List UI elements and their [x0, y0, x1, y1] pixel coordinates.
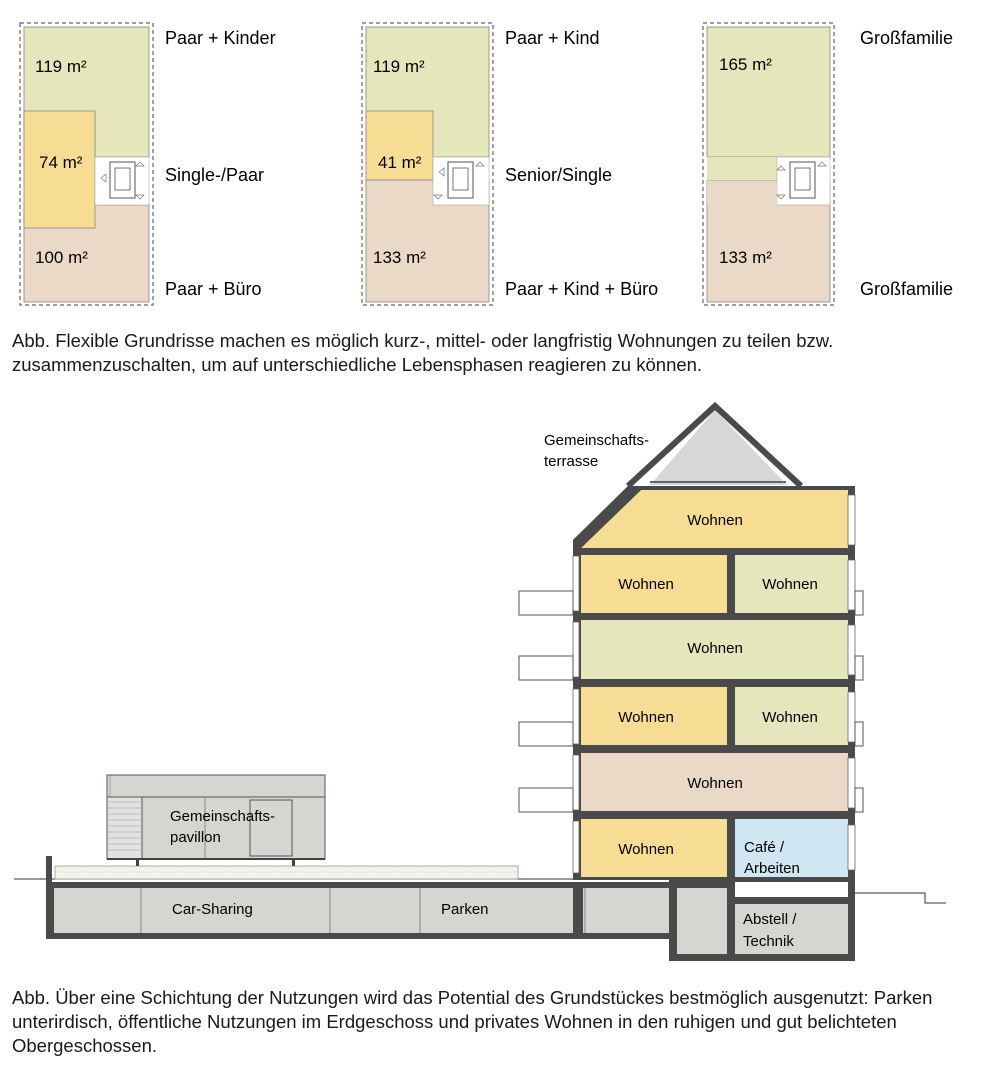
roof-terrace-label-1: Gemeinschafts-	[544, 432, 649, 449]
parken-label: Parken	[441, 901, 489, 918]
wohnen-label-f4-left: Wohnen	[618, 709, 674, 726]
plan1-middle-label: Single-/Paar	[165, 165, 264, 185]
green-roof	[54, 865, 519, 880]
plan3-top-label: Großfamilie	[860, 28, 953, 48]
floor2-wohnen-right	[735, 555, 848, 613]
plan3-bottom-label: Großfamilie	[860, 279, 953, 299]
floor5-wohnen	[581, 753, 848, 811]
wohnen-label-f4-right: Wohnen	[762, 709, 818, 726]
wohnen-label-f3: Wohnen	[687, 640, 743, 657]
floor2-wohnen-left	[581, 555, 727, 613]
plan2-bottom-label: Paar + Kind + Büro	[505, 279, 658, 299]
floor4-wohnen-left	[581, 687, 727, 745]
car-sharing-label: Car-Sharing	[172, 901, 253, 918]
balcony	[518, 721, 574, 747]
floor-plan-diagrams: 119 m² 74 m² 100 m² Paar + Kinder Single…	[19, 22, 953, 306]
wohnen-label-top: Wohnen	[687, 512, 743, 529]
plan2-top-area: 119 m²	[373, 57, 425, 76]
wohnen-label-ground: Wohnen	[618, 841, 674, 858]
wohnen-label-f2-right: Wohnen	[762, 576, 818, 593]
pavilion-label-1: Gemeinschafts-	[170, 808, 275, 825]
cafe-label-1: Café /	[744, 839, 785, 856]
plan3-top-unit	[706, 26, 831, 158]
cafe-label-2: Arbeiten	[744, 860, 800, 877]
abstell-label-1: Abstell /	[743, 911, 797, 928]
wohnen-label-f2-left: Wohnen	[618, 576, 674, 593]
plan2-stair-icon	[447, 161, 474, 199]
basement-parking	[54, 888, 669, 933]
plan1-top-label: Paar + Kinder	[165, 28, 276, 48]
plan3-stair-icon	[789, 161, 816, 199]
plan1-bottom-area: 100 m²	[35, 248, 88, 267]
balcony	[854, 590, 864, 616]
abstell-label-2: Technik	[743, 933, 794, 950]
plan2-middle-unit	[365, 110, 434, 181]
balcony	[518, 787, 574, 813]
ground-floor-wohnen	[581, 819, 727, 877]
balcony	[854, 787, 864, 813]
plan1-middle-area: 74 m²	[39, 153, 83, 172]
plan3-bottom-area: 133 m²	[719, 248, 772, 267]
building-section-diagram: Gemeinschafts- terrasse Wohnen Wohnen Wo…	[14, 401, 946, 961]
balcony	[518, 655, 574, 681]
community-pavilion	[106, 774, 326, 866]
floor-plan-2	[361, 22, 494, 306]
plan1-stair-icon	[109, 161, 136, 199]
wohnen-label-f5: Wohnen	[687, 775, 743, 792]
balcony	[854, 655, 864, 681]
floor3-wohnen	[581, 620, 848, 679]
basement-storage	[735, 904, 848, 954]
plan1-middle-unit	[23, 110, 96, 229]
ground-floor-cafe	[735, 819, 848, 877]
plan2-top-label: Paar + Kind	[505, 28, 600, 48]
plan2-bottom-area: 133 m²	[373, 248, 426, 267]
balcony	[518, 590, 574, 616]
floor-plan-1	[19, 22, 154, 306]
floor-plan-3	[702, 22, 835, 306]
plan1-top-area: 119 m²	[35, 57, 87, 76]
roof-terrace-gable	[650, 410, 787, 485]
roof-terrace-label-2: terrasse	[544, 453, 598, 470]
pavilion-label-2: pavillon	[170, 829, 221, 846]
balcony	[854, 721, 864, 747]
caption-floor-plans: Abb. Flexible Grundrisse machen es mögli…	[12, 330, 834, 375]
top-floor-wohnen	[581, 490, 848, 548]
caption-section: Abb. Über eine Schichtung der Nutzungen …	[12, 987, 933, 1056]
plan2-middle-label: Senior/Single	[505, 165, 612, 185]
plan1-bottom-label: Paar + Büro	[165, 279, 262, 299]
plan2-middle-area: 41 m²	[378, 153, 422, 172]
floor4-wohnen-right	[735, 687, 848, 745]
plan3-top-area: 165 m²	[719, 55, 772, 74]
